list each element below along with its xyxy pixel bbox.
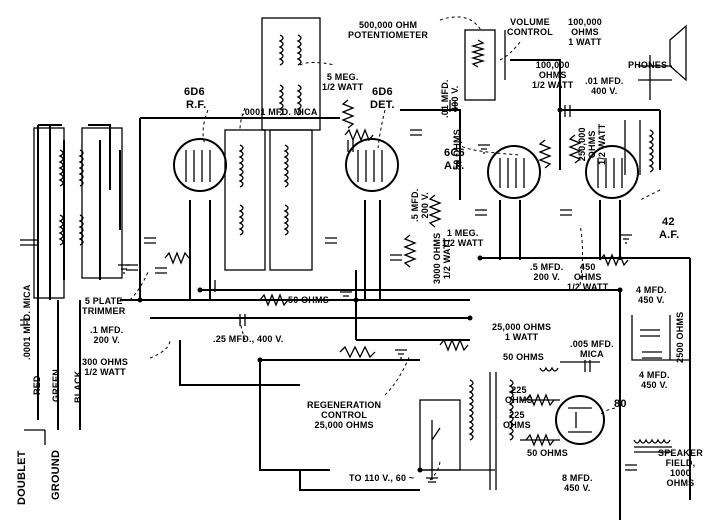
res-50-vert: 50 OHMS <box>452 129 462 170</box>
cap-25-400: .25 MFD., 400 V. <box>213 334 284 344</box>
res-50-rect: 50 OHMS <box>503 352 544 362</box>
res-225-a: 225 OHMS <box>505 385 533 405</box>
cap-005-mica: .005 MFD. MICA <box>570 339 614 359</box>
cap-5-200-low: .5 MFD. 200 V. <box>530 262 564 282</box>
ground-label: GROUND <box>50 449 62 500</box>
tube-af1-type: 6C6 <box>444 147 465 159</box>
cap-4-450-low: 4 MFD. 450 V. <box>639 370 670 390</box>
cap-4-450-top: 4 MFD. 450 V. <box>636 285 667 305</box>
wire-green: GREEN <box>51 368 61 402</box>
cap-1-200: .1 MFD. 200 V. <box>90 325 124 345</box>
phones-label: PHONES <box>628 60 668 70</box>
rectifier-symbol <box>555 395 605 445</box>
cap-01-400-right: .01 MFD. 400 V. <box>585 76 624 96</box>
cap-0001-mica-vert: .0001 MFD. MICA <box>22 284 32 360</box>
res-100k-mid: 100,000 OHMS 1/2 WATT <box>532 60 574 90</box>
res-250k-vert: 250,000 OHMS 1/2 WATT <box>577 123 607 165</box>
cap-01-400-vert: .01 MFD. 400 V. <box>440 79 460 118</box>
res-450: 450 OHMS 1/2 WATT <box>567 262 609 292</box>
tube-rf-role: R.F. <box>186 99 207 111</box>
tube-rf-symbol <box>173 138 227 192</box>
tube-af2-type: 42 <box>662 216 675 228</box>
res-2500-vert: 2500 OHMS <box>675 311 685 363</box>
tube-det-role: DET. <box>370 99 395 111</box>
res-3000-vert: 3000 OHMS 1/2 WATT <box>432 232 452 284</box>
wire-red: RED <box>32 375 42 395</box>
tube-det-symbol <box>345 138 399 192</box>
trimmer-label: 5 PLATE TRIMMER <box>82 296 126 316</box>
cap-8-450: 8 MFD. 450 V. <box>562 473 593 493</box>
cap-5-200-vert: .5 MFD. 200 V. <box>410 188 430 222</box>
res-225-b: 225 OHMS <box>503 410 531 430</box>
res-25k-1w: 25,000 OHMS 1 WATT <box>492 322 552 342</box>
tube-det-type: 6D6 <box>372 86 393 98</box>
pot-label: 500,000 OHM POTENTIOMETER <box>348 20 429 40</box>
tube-af1-symbol <box>487 145 541 199</box>
res-50-mid: 50 OHMS <box>288 295 329 305</box>
tube-rf-type: 6D6 <box>184 86 205 98</box>
speaker-field: SPEAKER FIELD, 1000 OHMS <box>658 448 703 488</box>
rectifier-80: 80 <box>614 398 627 410</box>
res-50-low: 50 OHMS <box>527 448 568 458</box>
res-5meg: 5 MEG. 1/2 WATT <box>322 72 364 92</box>
tube-af2-role: A.F. <box>659 229 680 241</box>
leader-lines <box>129 16 661 481</box>
mains-label: TO 110 V., 60 ~ <box>349 473 415 483</box>
junction-dots <box>137 107 623 473</box>
volume-label: VOLUME CONTROL <box>507 17 553 37</box>
wire-black: BLACK <box>73 370 83 404</box>
tube-af1-role: A.F. <box>444 160 465 172</box>
wiring-bus <box>20 17 691 520</box>
doublet-label: DOUBLET <box>16 450 28 505</box>
res-300: 300 OHMS 1/2 WATT <box>82 357 129 377</box>
res-1meg: 1 MEG. 1/2 WATT <box>442 228 484 248</box>
tube-af2-symbol <box>585 145 639 199</box>
res-100k-top: 100,000 OHMS 1 WATT <box>568 17 602 47</box>
cap-0001-mica: .0001 MFD. MICA <box>242 107 318 117</box>
regen-label: REGENERATION CONTROL 25,000 OHMS <box>307 400 382 430</box>
